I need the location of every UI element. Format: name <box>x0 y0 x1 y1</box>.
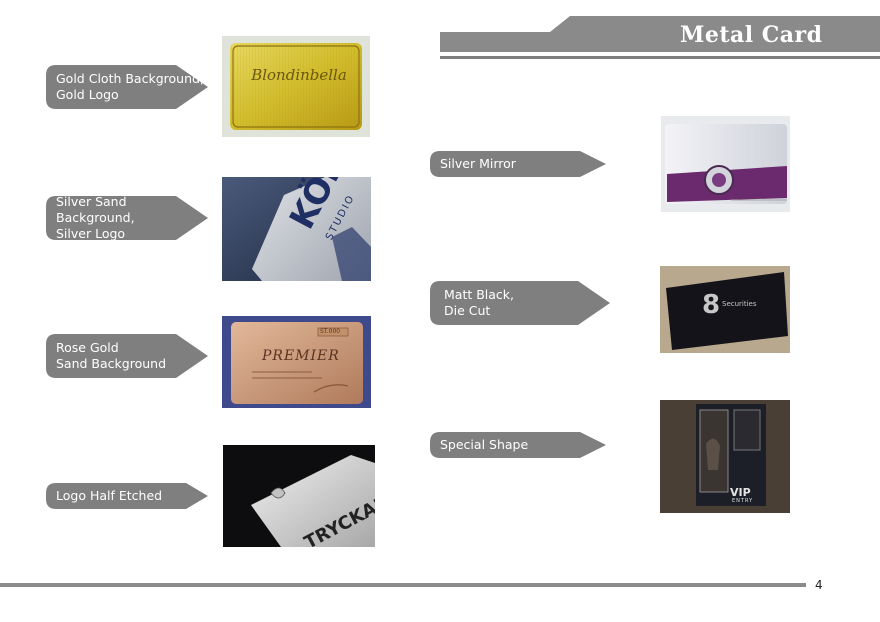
matt-card-numeral: 8 <box>702 290 721 320</box>
page-title: Metal Card <box>680 22 823 48</box>
rose-card-brand: PREMIER <box>262 348 340 364</box>
label-special-shape-text: Special Shape <box>440 437 529 452</box>
label-rose-gold: Rose Gold Sand Background <box>46 334 208 378</box>
label-half-etched: Logo Half Etched <box>46 483 208 509</box>
label-matt-black: Matt Black, Die Cut <box>430 281 610 325</box>
photo-silver-mirror-card <box>661 116 790 212</box>
label-matt-black-text: Matt Black, Die Cut <box>444 287 515 318</box>
photo-gold-cloth-card: Blondinbella <box>222 36 370 137</box>
label-silver-sand-text: Silver Sand Background, Silver Logo <box>56 194 135 241</box>
header-underline <box>440 56 880 59</box>
label-special-shape: Special Shape <box>430 432 606 458</box>
rose-card-badge: ST.000 <box>320 328 341 335</box>
gold-card-logo: Blondinbella <box>251 66 347 84</box>
photo-half-etched-card: TRYCKAKUT <box>223 445 375 547</box>
footer-rule <box>0 583 806 587</box>
label-silver-mirror: Silver Mirror <box>430 151 606 177</box>
page-number: 4 <box>815 578 823 592</box>
matt-card-brand: Securities <box>722 300 757 308</box>
label-gold-cloth: Gold Cloth Background, Gold Logo <box>46 65 208 109</box>
label-silver-sand: Silver Sand Background, Silver Logo <box>46 194 208 241</box>
label-rose-gold-text: Rose Gold Sand Background <box>56 340 166 371</box>
special-card-vip: VIP <box>730 486 751 499</box>
label-gold-cloth-text: Gold Cloth Background, Gold Logo <box>56 71 204 102</box>
photo-silver-sand-card: KÖIF STUDIO <box>222 177 371 281</box>
label-silver-mirror-text: Silver Mirror <box>440 156 516 171</box>
photo-rose-gold-card: ST.000 PREMIER <box>222 316 371 408</box>
photo-special-shape-card: VIP ENTRY <box>660 400 790 513</box>
special-card-entry: ENTRY <box>732 498 754 504</box>
label-half-etched-text: Logo Half Etched <box>56 488 163 503</box>
photo-matt-black-card: 8 Securities <box>660 266 790 353</box>
header-banner <box>440 16 880 52</box>
